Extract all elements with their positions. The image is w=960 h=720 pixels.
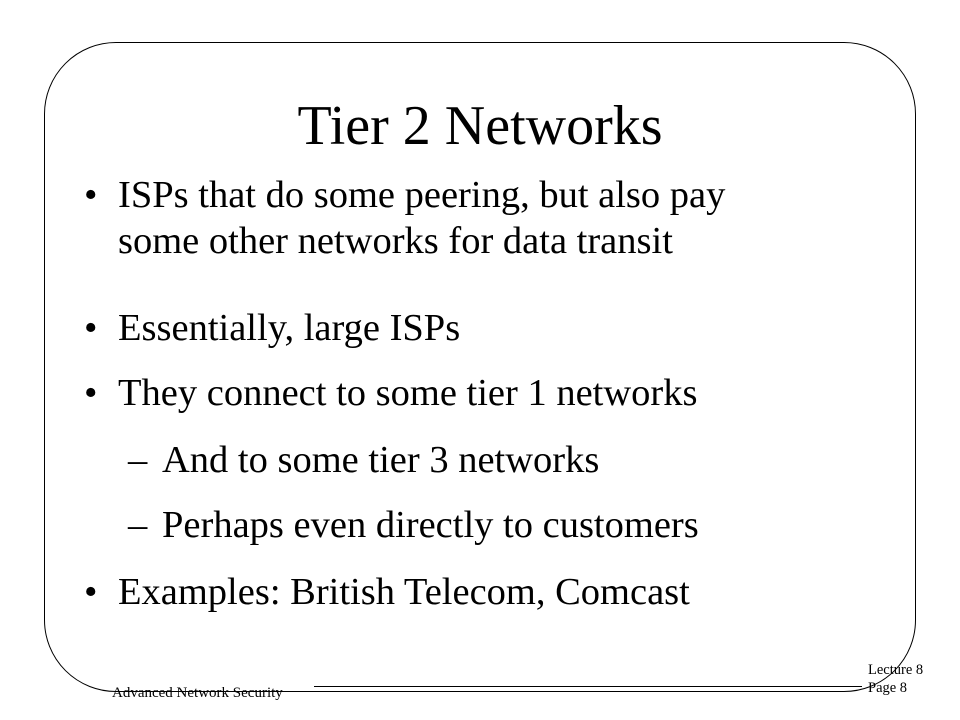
bullet-text-line: ISPs that do some peering, but also pay xyxy=(118,174,726,216)
bullet-text-line: some other networks for data transit xyxy=(118,220,673,262)
bullet-item: • They connect to some tier 1 networks xyxy=(84,370,697,416)
footer-page-number: Page 8 xyxy=(868,680,908,696)
footer-divider xyxy=(314,686,862,687)
sub-bullet-mark: – xyxy=(128,439,148,481)
bullet-mark: • xyxy=(84,174,98,216)
bullet-mark: • xyxy=(84,372,98,414)
sub-bullet-item: – And to some tier 3 networks xyxy=(128,437,599,483)
sub-bullet-item: – Perhaps even directly to customers xyxy=(128,502,699,548)
sub-bullet-mark: – xyxy=(128,504,148,546)
footer-lecture-number: Lecture 8 xyxy=(868,662,924,678)
sub-bullet-text-line: And to some tier 3 networks xyxy=(162,439,600,481)
bullet-item: • Essentially, large ISPs xyxy=(84,305,460,351)
bullet-item: • Examples: British Telecom, Comcast xyxy=(84,569,690,615)
bullet-mark: • xyxy=(84,307,98,349)
bullet-mark: • xyxy=(84,571,98,613)
footer-page-info: Lecture 8 Page 8 xyxy=(868,661,923,697)
bullet-text-line: Examples: British Telecom, Comcast xyxy=(118,571,690,613)
slide-title: Tier 2 Networks xyxy=(297,95,663,157)
slide-frame xyxy=(44,42,916,692)
bullet-item: • ISPs that do some peering, but also pa… xyxy=(84,172,725,264)
footer-course-name: Advanced Network Security xyxy=(112,685,283,701)
bullet-text-line: Essentially, large ISPs xyxy=(118,307,461,349)
bullet-text-line: They connect to some tier 1 networks xyxy=(118,372,698,414)
sub-bullet-text-line: Perhaps even directly to customers xyxy=(162,504,699,546)
